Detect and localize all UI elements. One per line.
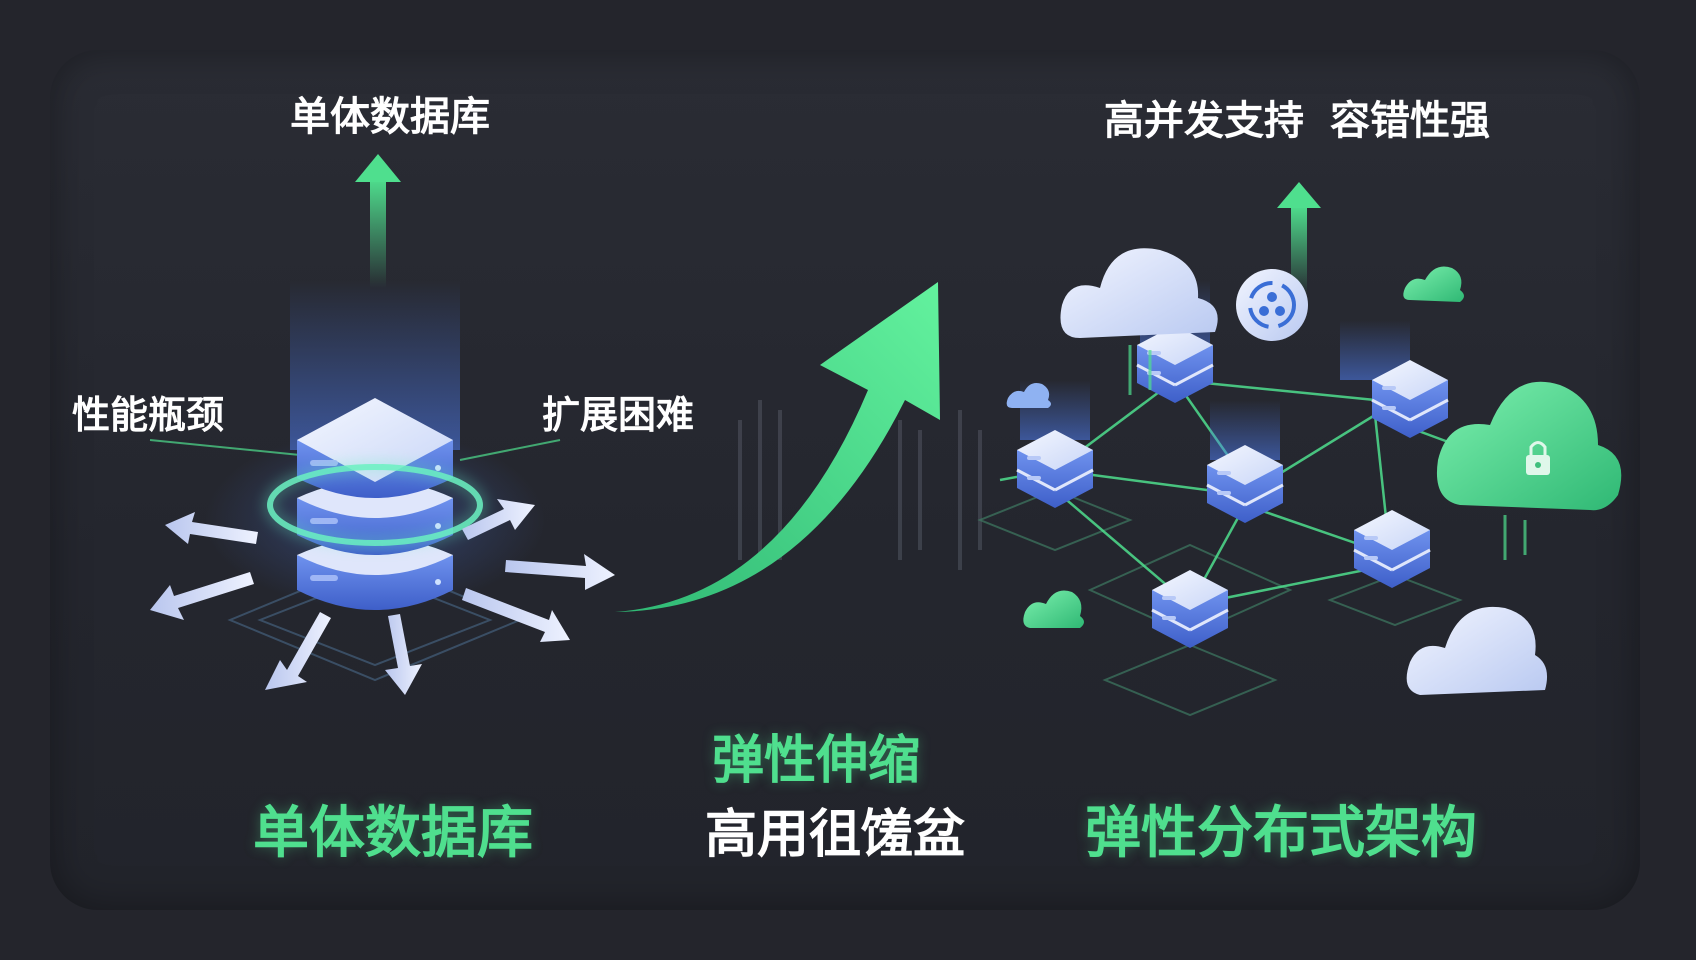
middle-label-ha: 高用徂馐盆	[705, 792, 965, 867]
left-bottom-title: 单体数据库	[253, 788, 533, 869]
distributed-illustration	[980, 182, 1621, 715]
right-bottom-title: 弹性分布式架构	[1085, 788, 1477, 869]
right-top-label-fault-tolerance: 容错性强	[1330, 88, 1490, 146]
server-node	[1354, 510, 1430, 588]
up-arrow-left	[355, 154, 401, 288]
left-top-label: 单体数据库	[290, 84, 490, 142]
server-node	[1017, 430, 1093, 508]
cloud-green-large	[1437, 382, 1621, 560]
transition-illustration	[615, 282, 980, 612]
cloud-white-small	[1407, 607, 1547, 695]
cloud-green-small	[1403, 267, 1464, 303]
left-label-bottleneck: 性能瓶颈	[72, 384, 224, 439]
growth-arrow	[615, 282, 940, 612]
cloud-blue-tiny	[1007, 383, 1051, 408]
right-top-label-concurrency: 高并发支持	[1104, 88, 1304, 146]
cloud-green-tiny	[1023, 591, 1084, 629]
sync-icon	[1236, 269, 1308, 341]
left-label-scaling: 扩展困难	[542, 384, 694, 439]
middle-label-elastic: 弹性伸缩	[712, 718, 920, 793]
